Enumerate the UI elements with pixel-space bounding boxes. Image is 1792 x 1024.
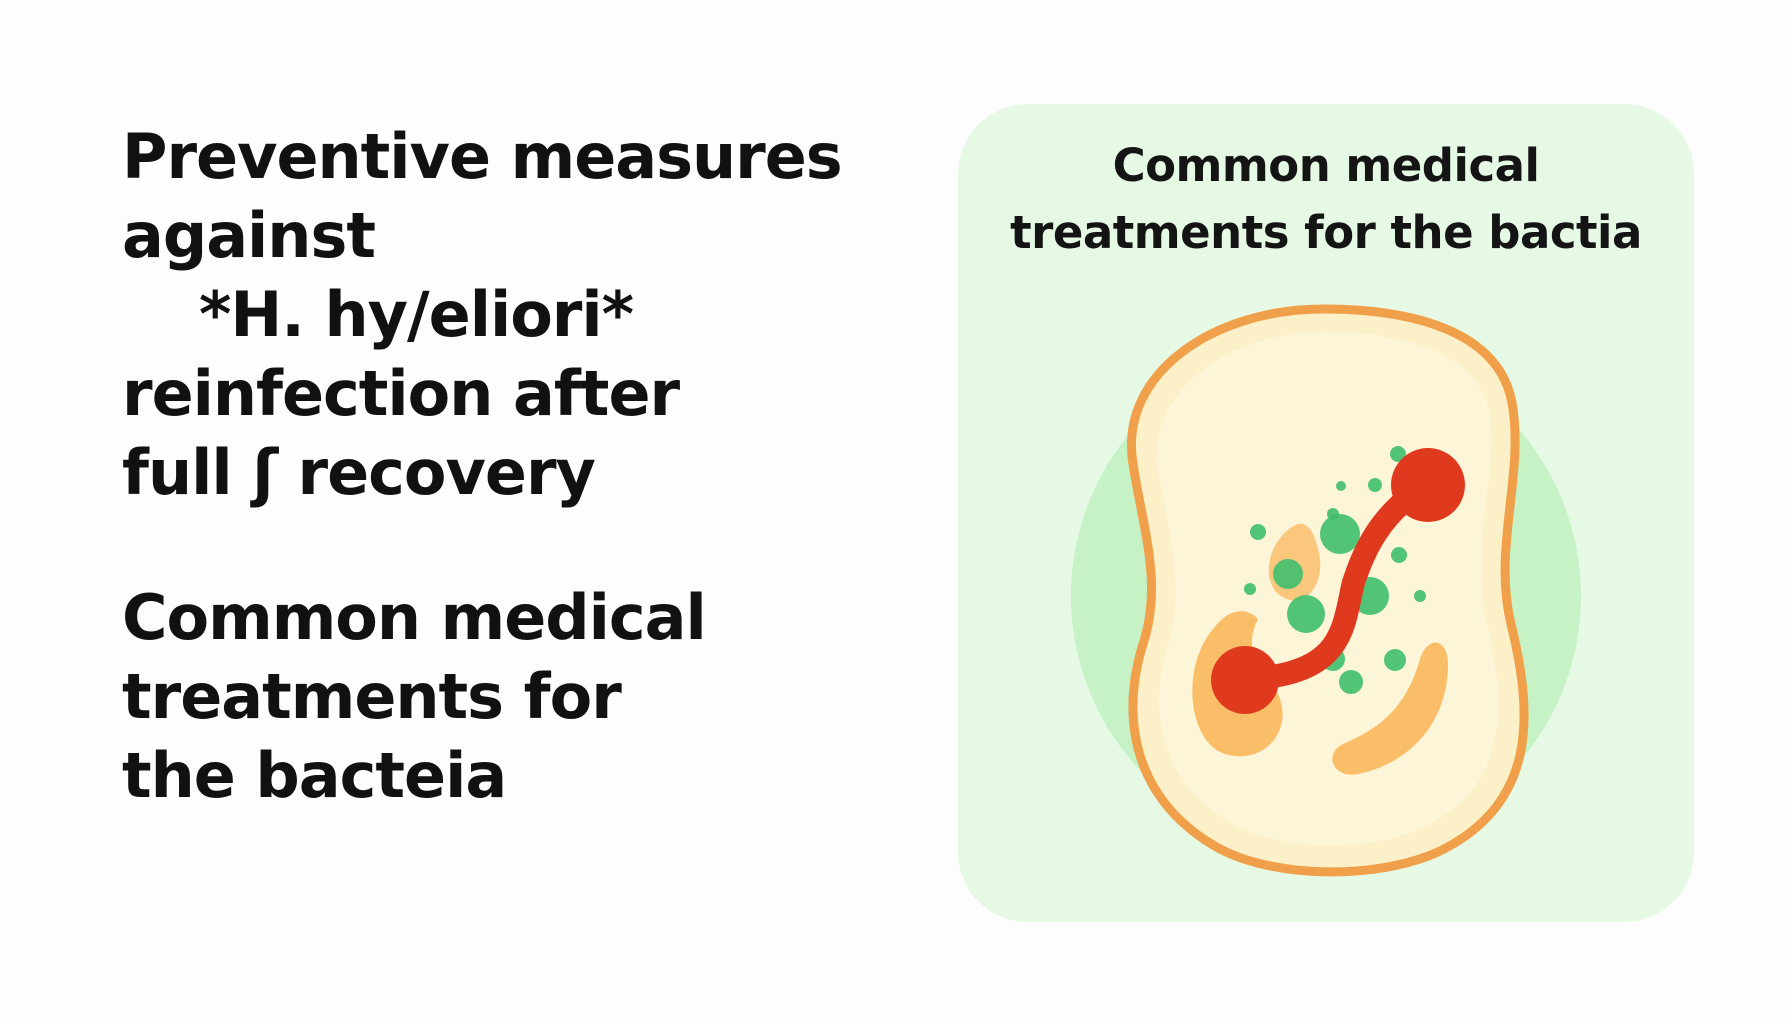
cell-inner-highlight [1156, 332, 1499, 846]
green-spot [1368, 478, 1382, 492]
green-spot [1273, 559, 1303, 589]
green-spot [1327, 508, 1339, 520]
heading-line: reinfection after [122, 357, 680, 430]
bacterium-cell-icon [1071, 304, 1581, 877]
green-spot [1390, 446, 1406, 462]
flagellum-tail [1211, 646, 1279, 714]
flagellum-head [1391, 448, 1465, 522]
green-spot [1336, 481, 1346, 491]
green-spot [1339, 670, 1363, 694]
flagellum [1236, 472, 1440, 691]
organelle-blob [1332, 642, 1448, 775]
green-spot [1414, 590, 1426, 602]
heading-line: treatments for [122, 660, 622, 733]
card-title-line: Common medical [1112, 139, 1540, 192]
heading-line: the bacteia [122, 739, 507, 812]
green-spot [1391, 547, 1407, 563]
green-spot [1244, 583, 1256, 595]
heading-line: *H. hy/eliori* [199, 278, 634, 351]
green-spot [1384, 649, 1406, 671]
preventive-measures-heading: Preventive measures against *H. hy/elior… [122, 117, 843, 512]
treatments-card: Common medical treatments for the bactia [958, 104, 1694, 922]
heading-line: Preventive measures [122, 120, 843, 193]
heading-line: Common medical [122, 581, 707, 654]
heading-line: full ʃ recovery [122, 436, 596, 509]
green-spot [1250, 524, 1266, 540]
heading-line: against [122, 199, 376, 272]
card-title-line: treatments for the bactia [1010, 206, 1642, 259]
medical-treatments-heading: Common medical treatments for the bactei… [122, 578, 707, 815]
card-title: Common medical treatments for the bactia [958, 132, 1694, 266]
green-spot [1320, 514, 1360, 554]
green-spot [1287, 595, 1325, 633]
